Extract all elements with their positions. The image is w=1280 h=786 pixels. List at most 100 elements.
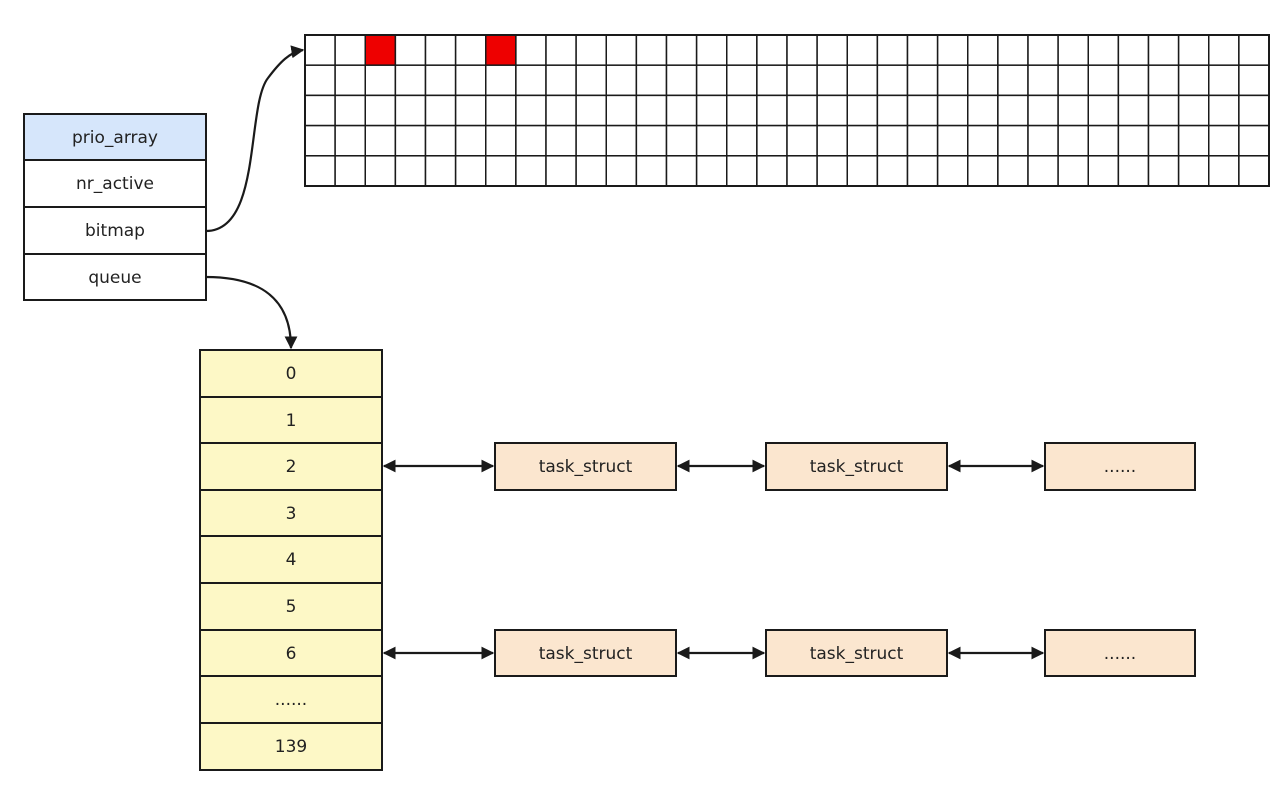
bitmap-cell xyxy=(1087,94,1120,127)
bitmap-cell xyxy=(756,124,788,157)
bitmap-cell xyxy=(786,155,818,187)
queue-entry xyxy=(199,442,383,491)
bitmap-cell xyxy=(997,124,1029,157)
task-struct-label: task_struct xyxy=(810,457,904,477)
bitmap-cell xyxy=(1057,155,1090,187)
bitmap-cell xyxy=(424,94,457,127)
bitmap-cell xyxy=(936,64,969,97)
bitmap-cell xyxy=(575,64,608,97)
bitmap-cell xyxy=(394,155,427,187)
bitmap-cell xyxy=(695,94,728,127)
bitmap-cell xyxy=(786,64,818,97)
queue-entry-label: 0 xyxy=(286,364,297,384)
task-more-box xyxy=(1044,442,1196,491)
field-queue-label: queue xyxy=(88,268,141,288)
bitmap-cell xyxy=(1027,155,1059,187)
task-struct-box xyxy=(765,629,948,677)
bitmap-cell xyxy=(304,155,336,187)
bitmap-cell xyxy=(515,94,547,127)
bitmap-cell xyxy=(726,94,758,127)
bitmap-cell xyxy=(846,124,879,157)
bitmap-cell xyxy=(816,124,849,157)
bitmap-cell xyxy=(334,155,367,187)
bitmap-cell xyxy=(424,155,457,187)
prio-array-struct: prio_array nr_active bitmap queue xyxy=(23,113,207,301)
bitmap-cell xyxy=(906,64,939,97)
priority-queue-array: 0 1 2 3 4 5 6 ...... 139 xyxy=(199,349,383,771)
bitmap-cell xyxy=(695,124,728,157)
bitmap-cell xyxy=(364,64,397,97)
bitmap-cell xyxy=(1117,155,1150,187)
bitmap-cell xyxy=(545,124,577,157)
bitmap-cell xyxy=(665,64,698,97)
bitmap-cell xyxy=(304,34,336,66)
bitmap-cell xyxy=(394,94,427,127)
bitmap-cell xyxy=(997,155,1029,187)
bitmap-cell xyxy=(665,155,698,187)
task-struct-label: task_struct xyxy=(539,644,633,664)
bitmap-cell xyxy=(756,155,788,187)
bitmap-cell xyxy=(364,124,397,157)
bitmap-cell xyxy=(1177,124,1210,157)
bitmap-cell xyxy=(635,34,668,66)
bitmap-cell xyxy=(1057,94,1090,127)
queue-entry xyxy=(199,722,383,771)
bitmap-cell xyxy=(695,64,728,97)
bitmap-cell xyxy=(726,124,758,157)
bitmap-cell xyxy=(786,34,818,66)
bitmap-cell xyxy=(515,124,547,157)
queue-entry xyxy=(199,535,383,584)
task-struct-box xyxy=(494,629,677,677)
bitmap-cell xyxy=(936,124,969,157)
bitmap-cell xyxy=(1147,94,1180,127)
bitmap-cell xyxy=(665,124,698,157)
bitmap-cell-set xyxy=(485,34,517,66)
bitmap-cell xyxy=(1087,155,1120,187)
bitmap-cell xyxy=(605,34,638,66)
field-nr-active-label: nr_active xyxy=(76,174,154,194)
bitmap-cell xyxy=(485,155,517,187)
bitmap-cell xyxy=(334,34,367,66)
bitmap-cell xyxy=(1177,34,1210,66)
bitmap-cell xyxy=(1087,64,1120,97)
bitmap-cell xyxy=(816,155,849,187)
bitmap-cell xyxy=(1147,34,1180,66)
bitmap-cell xyxy=(1147,124,1180,157)
bitmap-cell xyxy=(967,34,999,66)
bitmap-cell xyxy=(665,94,698,127)
bitmap-cell xyxy=(997,64,1029,97)
bitmap-cell xyxy=(997,94,1029,127)
bitmap-cell xyxy=(1208,124,1240,157)
task-more-label: ...... xyxy=(1104,644,1136,664)
bitmap-cell xyxy=(816,94,849,127)
bitmap-cell xyxy=(605,64,638,97)
bitmap-cell xyxy=(1117,94,1150,127)
bitmap-cell xyxy=(545,155,577,187)
bitmap-cell xyxy=(876,124,909,157)
bitmap-cell xyxy=(1238,64,1270,97)
queue-entry xyxy=(199,629,383,677)
bitmap-cell xyxy=(936,155,969,187)
bitmap-cell xyxy=(635,94,668,127)
bitmap-cell xyxy=(334,64,367,97)
bitmap-cell xyxy=(816,64,849,97)
bitmap-cell xyxy=(605,155,638,187)
field-bitmap-label: bitmap xyxy=(85,221,145,241)
task-more-label: ...... xyxy=(1104,457,1136,477)
bitmap-cell xyxy=(786,94,818,127)
bitmap-cell xyxy=(304,94,336,127)
task-struct-label: task_struct xyxy=(539,457,633,477)
task-list-row-2: task_struct task_struct ...... xyxy=(382,442,1196,491)
bitmap-cell xyxy=(1177,155,1210,187)
bitmap-cell xyxy=(846,155,879,187)
bitmap-cell xyxy=(485,94,517,127)
queue-entry-label: ...... xyxy=(275,690,307,710)
bitmap-cell xyxy=(756,34,788,66)
bitmap-cell xyxy=(967,124,999,157)
bitmap-cell xyxy=(756,64,788,97)
bitmap-cell xyxy=(695,34,728,66)
task-list-row-6: task_struct task_struct ...... xyxy=(382,629,1196,677)
bitmap-cell xyxy=(605,94,638,127)
bitmap-cell xyxy=(876,34,909,66)
bitmap-cell xyxy=(936,94,969,127)
